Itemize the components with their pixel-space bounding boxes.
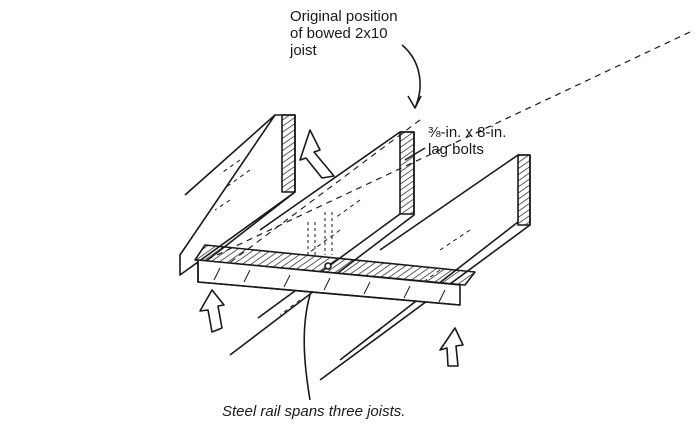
steel-rail (194, 212, 476, 306)
label-line: Original position (290, 8, 398, 25)
label-lag-bolts: ⅜-in. x 8-in.lag bolts (428, 124, 506, 158)
up-arrow-icon-left (199, 289, 225, 333)
down-arrow-icon (299, 129, 335, 179)
label-line: lag bolts (428, 141, 484, 158)
callout-line-lag-bolts (404, 147, 426, 161)
caption: Steel rail spans three joists. (222, 403, 406, 420)
label-line: joist (290, 42, 317, 59)
lag-bolt-hidden-lines (307, 212, 333, 255)
callout-arrow-original (401, 44, 422, 109)
up-arrow-icon-right (439, 327, 464, 367)
label-line: of bowed 2x10 (290, 25, 388, 42)
label-line: ⅜-in. x 8-in. (428, 124, 507, 141)
original-position-dashed-line (184, 31, 691, 271)
callout-line-caption (303, 294, 311, 401)
original-position-dashed-line-2 (199, 119, 421, 286)
